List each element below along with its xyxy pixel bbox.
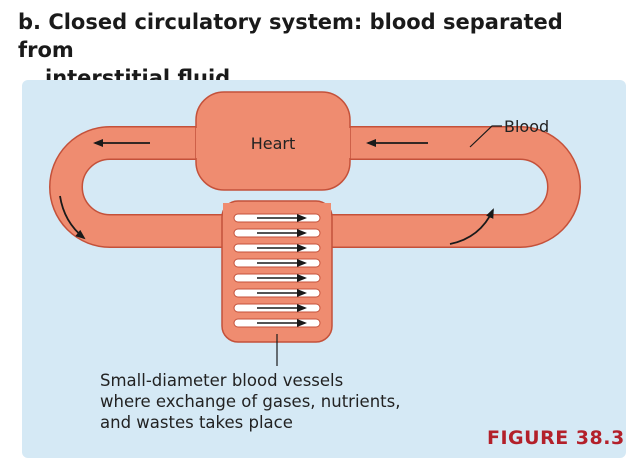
blood-label: Blood xyxy=(504,117,549,136)
figure-title: b. Closed circulatory system: blood sepa… xyxy=(18,8,618,92)
figure-title-line-1: b. Closed circulatory system: blood sepa… xyxy=(18,10,563,62)
blood-leader-line xyxy=(469,125,502,148)
figure-number-label: FIGURE 38.3 xyxy=(487,427,625,449)
capillary-caption-line: and wastes takes place xyxy=(100,413,293,432)
heart-label: Heart xyxy=(251,134,296,153)
flow-arrow-left-bend xyxy=(59,195,86,240)
capillary-caption-line: Small-diameter blood vessels xyxy=(100,371,344,390)
capillary-caption: Small-diameter blood vessels where excha… xyxy=(100,370,460,433)
capillary-caption-line: where exchange of gases, nutrients, xyxy=(100,392,401,411)
flow-arrow-right-bend xyxy=(449,208,494,245)
heart-join xyxy=(196,128,350,158)
vessel-loop-fill xyxy=(50,127,580,247)
